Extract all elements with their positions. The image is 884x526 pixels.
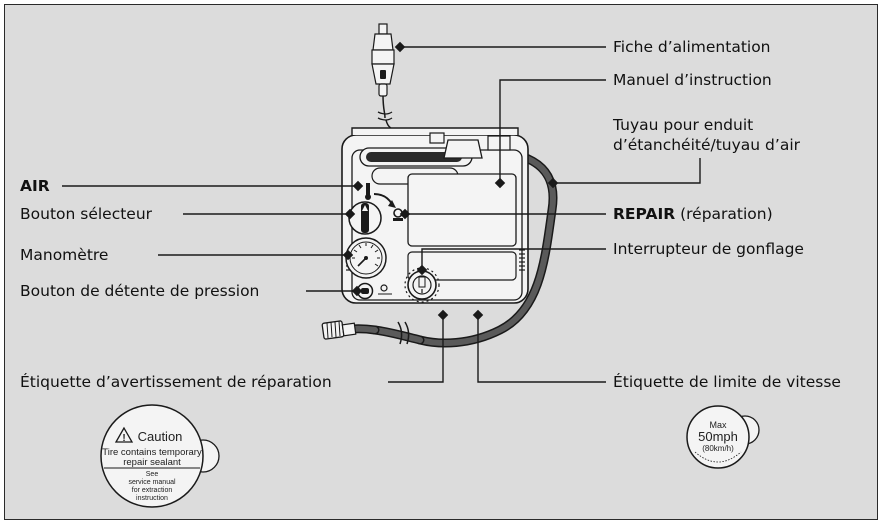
caution-line-5: for extraction bbox=[132, 487, 173, 494]
caution-line-2: repair sealant bbox=[123, 457, 181, 468]
speed-sticker-top: Max bbox=[709, 420, 727, 430]
air-hose-nozzle bbox=[321, 320, 357, 340]
pressure-gauge bbox=[345, 237, 387, 279]
label-speed-limit: Étiquette de limite de vitesse bbox=[613, 373, 841, 391]
label-power-plug: Fiche d’alimentation bbox=[613, 38, 771, 56]
speed-sticker-value: 50mph bbox=[698, 429, 738, 444]
label-pressure-release: Bouton de détente de pression bbox=[20, 282, 260, 300]
power-plug-cord bbox=[371, 23, 401, 131]
label-repair: REPAIR (réparation) bbox=[613, 205, 773, 223]
caution-line-3: See bbox=[146, 471, 159, 478]
compressor-body bbox=[341, 127, 529, 304]
label-air: AIR bbox=[20, 177, 50, 195]
caution-title: Caution bbox=[138, 429, 183, 444]
caution-line-6: instruction bbox=[136, 495, 168, 502]
label-repair-bold: REPAIR bbox=[613, 205, 676, 223]
leader-lines bbox=[62, 41, 701, 383]
selector-knob bbox=[348, 201, 382, 235]
caution-line-4: service manual bbox=[128, 479, 176, 486]
caution-line-1: Tire contains temporary bbox=[102, 447, 202, 458]
label-selector-button: Bouton sélecteur bbox=[20, 205, 153, 223]
svg-text:!: ! bbox=[122, 433, 125, 444]
label-instruction-manual: Manuel d’instruction bbox=[613, 71, 772, 89]
label-gauge: Manomètre bbox=[20, 246, 109, 264]
label-hose-line-1: Tuyau pour enduit bbox=[613, 116, 754, 134]
label-air-text: AIR bbox=[20, 177, 50, 195]
caution-sticker: ! Caution Tire contains temporary repair… bbox=[100, 404, 220, 508]
label-repair-warning: Étiquette d’avertissement de réparation bbox=[20, 373, 332, 391]
air-mode-icon bbox=[365, 183, 371, 200]
label-inflation-switch: Interrupteur de gonflage bbox=[613, 240, 804, 258]
speed-sticker-metric: (80km/h) bbox=[702, 444, 734, 453]
pressure-release-button bbox=[356, 282, 392, 300]
speed-limit-sticker: Max 50mph (80km/h) bbox=[686, 405, 760, 469]
label-hose-line-2: d’étanchéité/tuyau d’air bbox=[613, 136, 800, 154]
label-repair-rest: (réparation) bbox=[675, 205, 773, 223]
